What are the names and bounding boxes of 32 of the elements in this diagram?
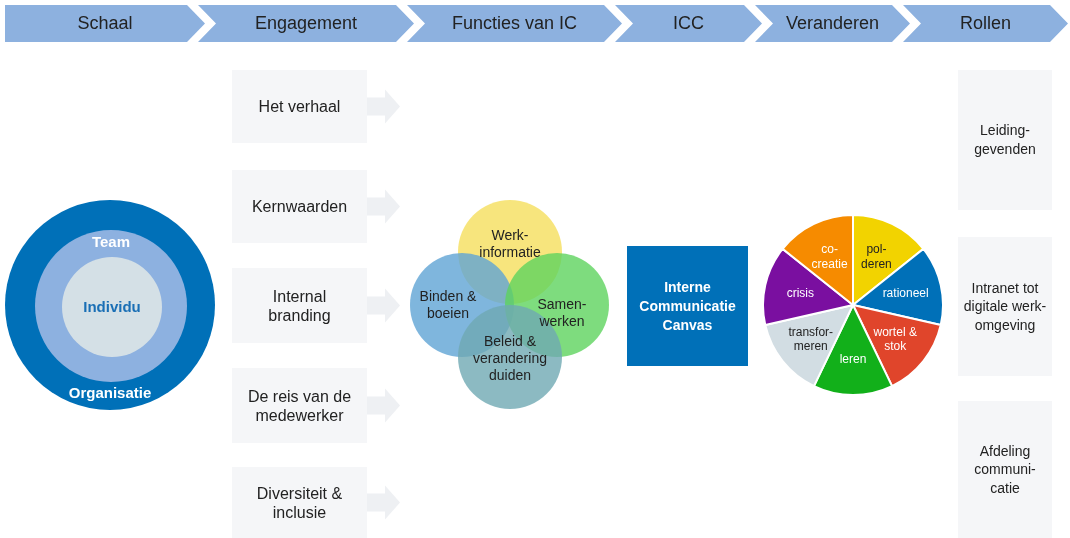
box-label: Intranet tot digitale werk- omgeving: [963, 278, 1047, 335]
pie-slice: [763, 248, 853, 326]
header-step: Functies van IC: [407, 5, 622, 42]
slice-label: wortel & stok: [872, 324, 918, 354]
slice-label: crisis: [785, 285, 815, 301]
circle-label: Individu: [83, 298, 141, 316]
box-label: Interne Communicatie Canvas: [638, 277, 737, 335]
box-label: Kernwaarden: [250, 196, 349, 217]
pie-slice: [782, 215, 853, 305]
slice-label: rationeel: [881, 285, 930, 301]
circle-label: Werk- informatie: [478, 227, 542, 261]
box-label: Leiding- gevenden: [973, 121, 1037, 159]
box-label: Internal branding: [267, 286, 332, 325]
canvas-box: [627, 246, 748, 366]
slice-label: leren: [838, 351, 868, 367]
circle-label: Organisatie: [68, 384, 152, 402]
header-step: Engagement: [198, 5, 414, 42]
slice-label: transfor- meren: [787, 324, 835, 354]
box-label: Het verhaal: [257, 96, 342, 117]
circle-label: Team: [91, 233, 131, 251]
circle-label: Beleid & verandering duiden: [472, 332, 548, 384]
box-label: De reis van de medewerker: [246, 386, 353, 425]
header-step: Rollen: [903, 5, 1068, 42]
box-label: Diversiteit & inclusie: [255, 483, 344, 522]
slice-label: co- creatie: [810, 241, 849, 271]
slice-label: pol- deren: [860, 241, 893, 271]
box-label: Afdeling communi- catie: [973, 441, 1037, 498]
circle-label: Binden & boeien: [418, 288, 478, 322]
circle-label: Samen- werken: [536, 296, 588, 330]
header-step: Schaal: [5, 5, 205, 42]
header-step: ICC: [615, 5, 762, 42]
header-step: Veranderen: [755, 5, 910, 42]
